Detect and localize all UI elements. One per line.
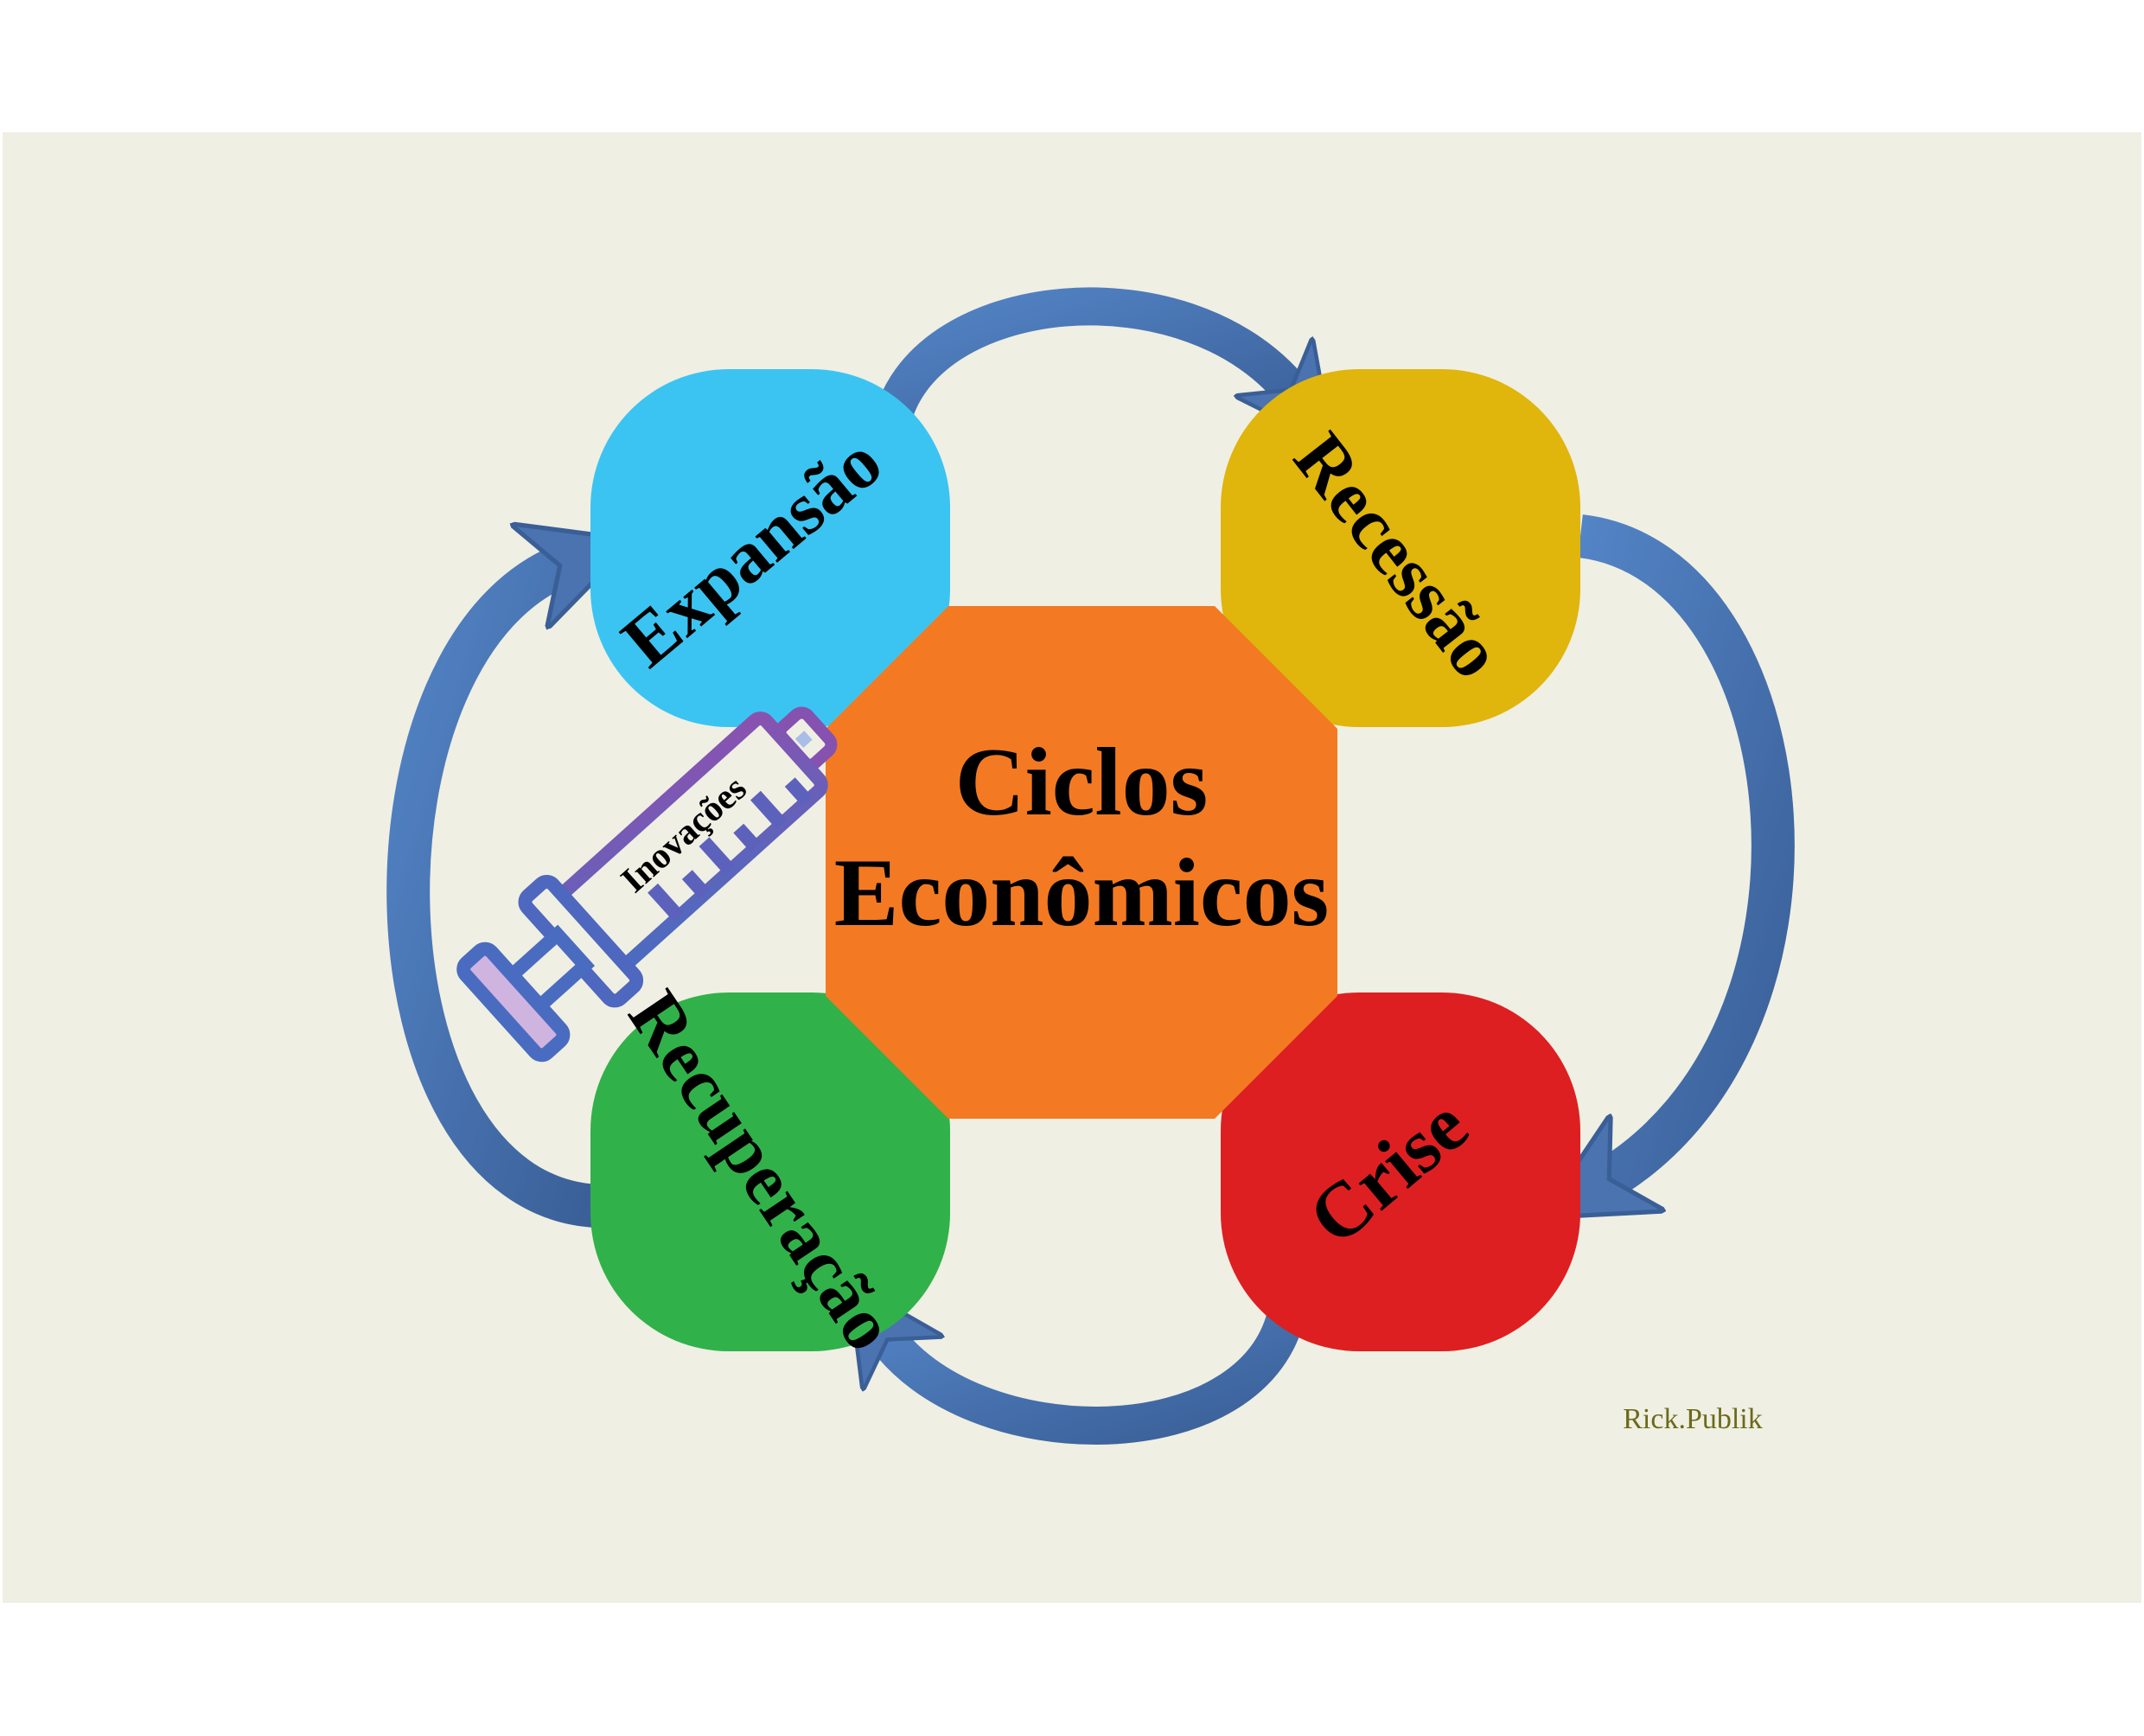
author-signature: Rick.Publik (1623, 1403, 1763, 1435)
center-octagon (826, 606, 1337, 1119)
arrow-recession-to-crisis (1580, 514, 1795, 1184)
arrow-expansion-to-recession (871, 287, 1297, 428)
recession-box (1221, 369, 1580, 727)
crisis-box (1221, 992, 1580, 1351)
expansion-box (590, 369, 950, 727)
arrow-crisis-to-recovery (882, 1305, 1307, 1445)
recovery-box (590, 992, 950, 1351)
center-title-line1: Ciclos (955, 729, 1208, 836)
arrow-recovery-to-expansion (386, 562, 597, 1228)
center-title-line2: Econômicos (834, 839, 1329, 947)
syringe-icon (456, 655, 898, 1063)
